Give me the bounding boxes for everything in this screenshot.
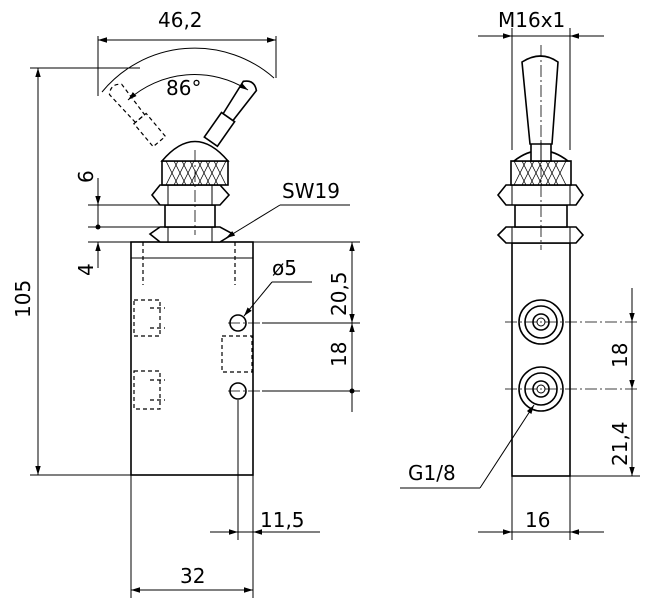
dim-body-width: 32 <box>130 475 254 598</box>
knurl-pattern <box>165 160 227 186</box>
front-view: 46,2 86° 105 6 4 <box>11 8 360 598</box>
side-dim-port-bottom-label: 21,4 <box>608 421 632 466</box>
valve-body-side <box>511 242 571 477</box>
dim-nut-lower-label: 4 <box>74 263 98 276</box>
side-dim-body-width: 16 <box>478 476 604 540</box>
dim-port-thread: G1/8 <box>400 404 535 489</box>
dim-height-total-label: 105 <box>11 280 35 318</box>
dim-width-top-label: 46,2 <box>158 8 203 32</box>
dim-height-total: 105 <box>11 67 140 476</box>
dim-thread: M16x1 <box>478 8 604 150</box>
side-dim-ports: 18 21,4 <box>570 288 640 477</box>
dim-body-width-label: 32 <box>180 564 205 588</box>
thread-stem <box>164 204 216 228</box>
dim-thread-label: M16x1 <box>498 8 565 32</box>
side-upper-nut <box>496 184 584 206</box>
dim-port-upper-label: 20,5 <box>327 271 351 316</box>
side-lower-nut <box>496 226 585 244</box>
dim-nut-heights: 6 4 <box>74 170 165 276</box>
dim-angle-label: 86° <box>166 76 201 100</box>
lever-alternate-position <box>108 83 167 148</box>
dim-hole-offset-label: 11,5 <box>260 508 305 532</box>
dim-port-spacing-label: 18 <box>327 342 351 367</box>
side-view: M16x1 18 21,4 G1/8 16 <box>400 8 640 540</box>
valve-body-front <box>130 241 254 476</box>
dim-hole-diameter-label: ø5 <box>272 256 297 280</box>
dim-width-top: 46,2 <box>97 8 277 96</box>
dim-nut-upper-label: 6 <box>74 170 98 183</box>
dim-port-positions: 20,5 18 <box>253 241 360 412</box>
side-dim-port-spacing-label: 18 <box>608 343 632 368</box>
dim-wrench: SW19 <box>225 179 350 239</box>
lever-handle <box>203 80 258 148</box>
dim-wrench-label: SW19 <box>282 179 340 203</box>
dim-hole-diameter: ø5 <box>243 256 312 317</box>
upper-hex-nut <box>150 184 231 206</box>
dim-port-thread-label: G1/8 <box>408 461 456 485</box>
side-dim-body-width-label: 16 <box>525 508 550 532</box>
dim-hole-offset: 11,5 <box>210 400 320 540</box>
dim-angle: 86° <box>101 47 275 101</box>
hidden-bore-lines <box>133 242 253 410</box>
side-knurl-pattern <box>513 160 567 186</box>
side-lever <box>521 55 559 162</box>
lower-hex-nut <box>148 226 235 243</box>
